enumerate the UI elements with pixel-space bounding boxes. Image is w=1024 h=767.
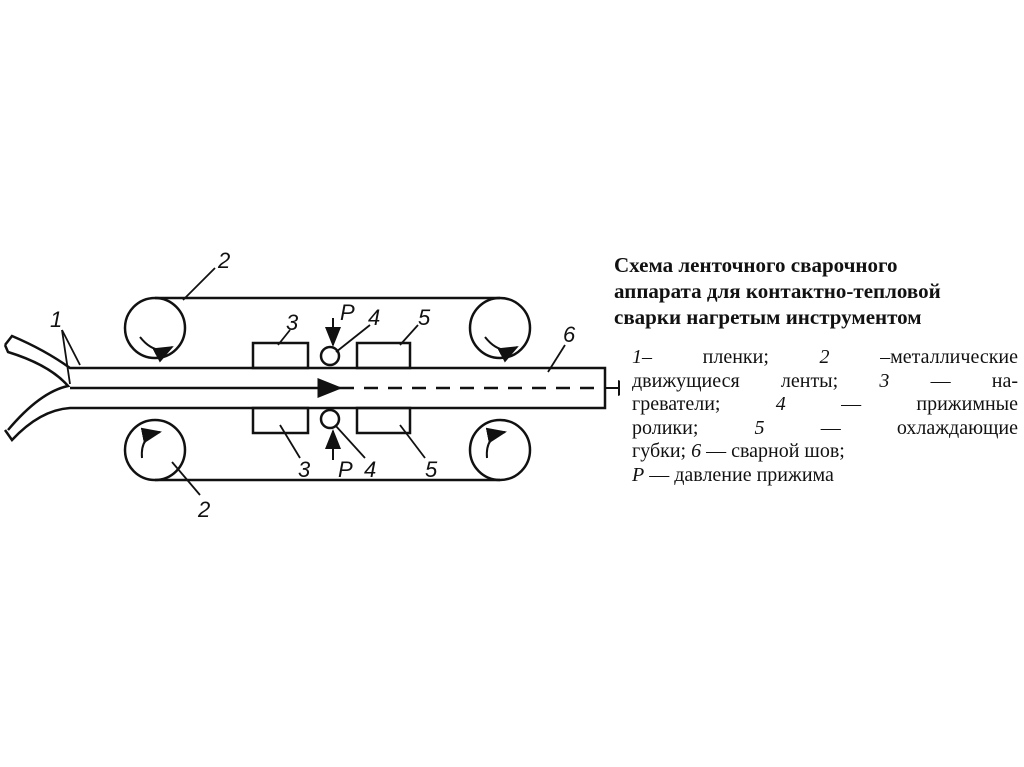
label-belt-bottom: 2 [197, 497, 210, 522]
diagram-legend: 1– пленки; 2 –металлические движущиеся л… [632, 346, 1018, 487]
label-belt-top: 2 [217, 248, 230, 273]
legend-key: 4 [775, 393, 786, 415]
legend-line: 1– пленки; 2 –металлические [632, 346, 1018, 370]
upper-belt [123, 296, 532, 363]
label-seam: 6 [563, 322, 576, 347]
legend-key: 6 [691, 440, 702, 462]
pressure-roller-bottom [319, 408, 341, 430]
legend-line: ролики; 5 — охлаждающие [632, 417, 1018, 441]
label-heater-bottom: 3 [298, 457, 311, 482]
cooler-bottom [355, 406, 412, 435]
label-pressure-top: P [340, 300, 355, 325]
lower-right-pulley [468, 418, 532, 482]
legend-text: – пленки; [642, 346, 820, 368]
legend-key: 3 [879, 369, 890, 392]
label-roller-bottom: 4 [364, 457, 376, 482]
legend-text: — сварной шов; [701, 440, 845, 462]
legend-line: P — давление прижима [632, 464, 1018, 488]
legend-key: 5 [754, 416, 765, 439]
welding-apparatus-diagram: 2 2 1 3 P 4 5 6 3 P 4 5 [3, 248, 620, 522]
pressure-roller-top [319, 345, 341, 367]
title-line: Схема ленточного сварочного [614, 253, 898, 277]
legend-text: — на- [889, 369, 1018, 392]
diagram-title: Схема ленточного сварочного аппарата для… [614, 252, 1024, 330]
label-cooler-bottom: 5 [425, 457, 438, 482]
film-strip [3, 334, 620, 442]
legend-text: — прижимные [785, 393, 1018, 415]
title-line: аппарата для контактно-тепловой [614, 279, 941, 303]
cooler-top [355, 341, 412, 370]
lower-belt [123, 418, 532, 482]
legend-line: губки; 6 — сварной шов; [632, 440, 1018, 464]
label-pressure-bottom: P [338, 457, 353, 482]
legend-text: губки; [632, 440, 692, 462]
legend-text: — давление прижима [644, 463, 834, 486]
label-roller-top: 4 [368, 305, 380, 330]
legend-key: 1 [632, 346, 642, 368]
lower-left-pulley [123, 418, 187, 482]
legend-text: ролики; [632, 416, 755, 439]
legend-line: движущиеся ленты; 3 — на- [632, 370, 1018, 394]
title-line: сварки нагретым инструментом [614, 305, 922, 329]
label-film: 1 [50, 307, 62, 332]
legend-key: P [632, 463, 645, 486]
heater-top [251, 341, 310, 370]
label-heater-top: 3 [286, 310, 299, 335]
legend-text: — охлаждающие [764, 416, 1018, 439]
leader-lines [61, 267, 566, 496]
legend-line: греватели; 4 — прижимные [632, 393, 1018, 417]
label-cooler-top: 5 [418, 305, 431, 330]
legend-text: –металлические [829, 346, 1018, 368]
legend-text: греватели; [632, 393, 776, 415]
legend-text: движущиеся ленты; [632, 369, 880, 392]
legend-key: 2 [819, 346, 830, 368]
heater-bottom [251, 406, 310, 435]
